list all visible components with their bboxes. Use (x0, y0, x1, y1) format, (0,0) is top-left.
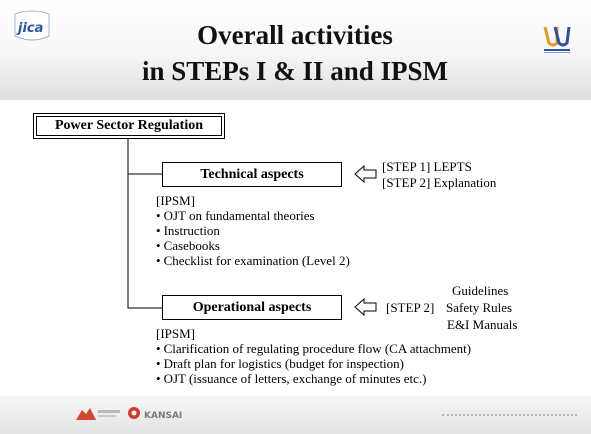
left-hollow-arrow-icon (354, 297, 377, 317)
operational-aspects-box: Operational aspects (162, 295, 342, 320)
technical-aspects-label: Technical aspects (200, 166, 304, 182)
connector-technical (127, 139, 162, 175)
list-item: Checklist for examination (Level 2) (156, 253, 350, 268)
list-item: Instruction (156, 223, 350, 238)
list-item: OJT on fundamental theories (156, 208, 350, 223)
waseda-logo (543, 26, 571, 53)
title-line-2: in STEPs I & II and IPSM (141, 56, 449, 86)
power-sector-regulation-box: Power Sector Regulation (33, 113, 225, 139)
operational-step-item: Guidelines (452, 283, 509, 298)
technical-step-2: [STEP 2] Explanation (382, 175, 497, 190)
kansai-logo-text: KANSAI (144, 411, 182, 421)
left-hollow-arrow-icon (354, 164, 377, 184)
power-sector-regulation-label: Power Sector Regulation (36, 116, 222, 136)
connector-operational (127, 174, 162, 309)
technical-aspects-box: Technical aspects (162, 162, 342, 187)
jica-logo-text: jica (16, 21, 43, 36)
operational-aspects-label: Operational aspects (192, 299, 312, 315)
tepco-logo (76, 408, 120, 420)
operational-step-label: [STEP 2] (386, 300, 435, 315)
footer-affiliation-mark (442, 414, 577, 422)
list-item: Draft plan for logistics (budget for ins… (156, 356, 471, 371)
kansai-mark-icon (128, 407, 140, 419)
header-band (0, 0, 591, 100)
list-item: Clarification of regulating procedure fl… (156, 341, 472, 356)
operational-ipsm-list: Clarification of regulating procedure fl… (156, 341, 472, 386)
list-item: OJT (issuance of letters, exchange of mi… (156, 371, 471, 386)
operational-step-item: Safety Rules (446, 300, 513, 315)
technical-step-1: [STEP 1] LEPTS (382, 159, 472, 174)
technical-ipsm-header: [IPSM] (156, 193, 196, 208)
operational-ipsm-header: [IPSM] (156, 326, 196, 341)
list-item: Casebooks (156, 238, 350, 253)
technical-ipsm-list: OJT on fundamental theories Instruction … (156, 208, 350, 268)
title-line-1: Overall activities (197, 20, 393, 50)
operational-step-item: E&I Manuals (447, 317, 518, 332)
jica-logo: jica (14, 10, 50, 41)
kansai-logo: KANSAI (144, 411, 182, 421)
